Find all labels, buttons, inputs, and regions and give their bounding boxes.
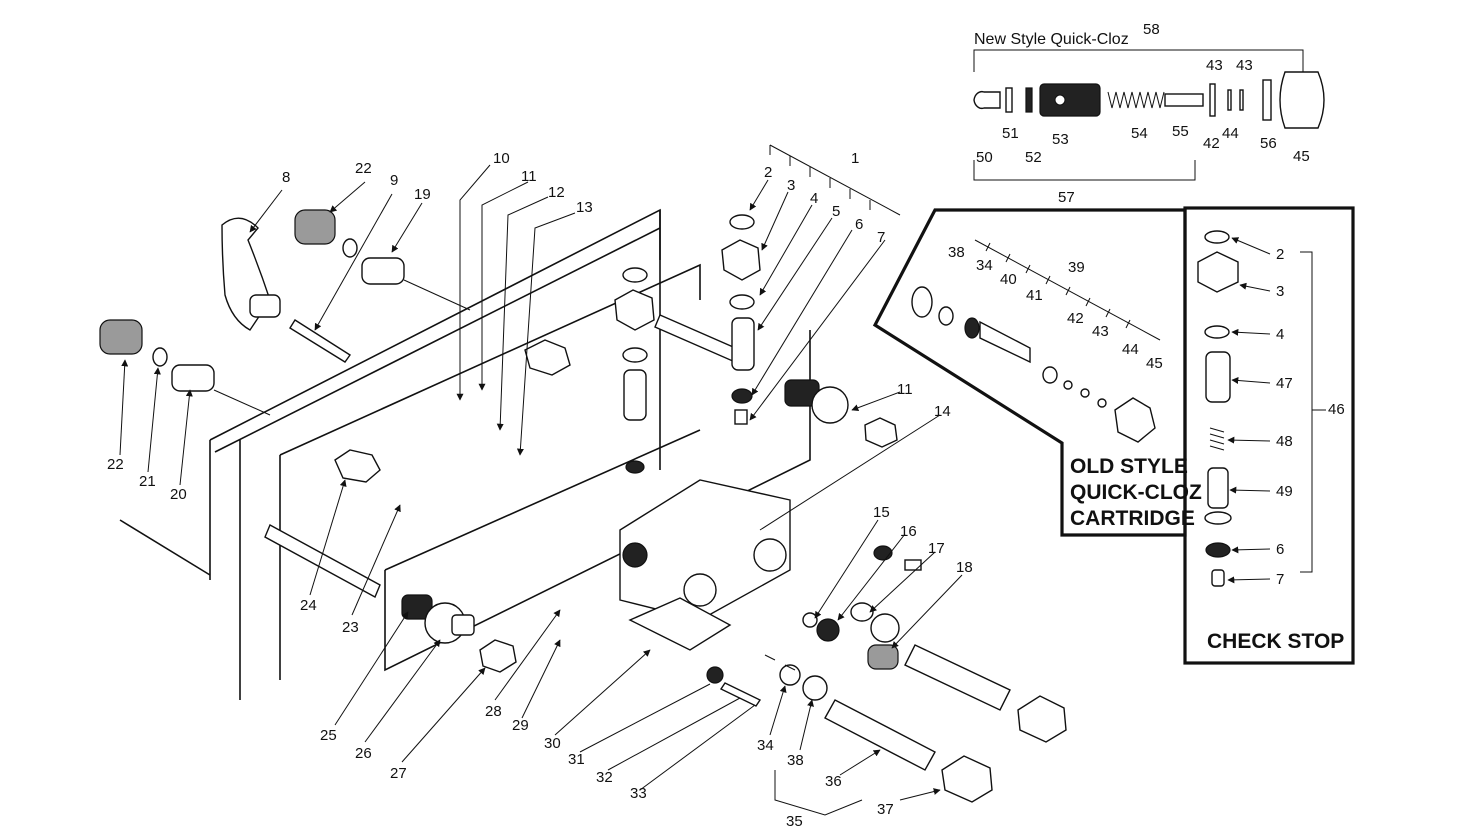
- svg-text:2: 2: [1276, 246, 1284, 263]
- svg-text:CHECK STOP: CHECK STOP: [1207, 630, 1344, 653]
- svg-text:32: 32: [596, 769, 613, 786]
- svg-text:2: 2: [764, 164, 772, 181]
- svg-text:21: 21: [139, 473, 156, 490]
- svg-text:45: 45: [1293, 148, 1310, 165]
- svg-text:40: 40: [1000, 271, 1017, 288]
- svg-text:8: 8: [282, 169, 290, 186]
- callout-numbers: 1 2 3 4 5 6 7 8 9 10 11 12 13 14 11 15 1…: [107, 150, 973, 830]
- svg-text:50: 50: [976, 149, 993, 166]
- svg-text:6: 6: [855, 216, 863, 233]
- svg-text:7: 7: [877, 229, 885, 246]
- svg-text:19: 19: [414, 186, 431, 203]
- old-style-cartridge-box: OLD STYLE QUICK-CLOZ CARTRIDGE 38 34 40 …: [872, 208, 1202, 537]
- svg-text:6: 6: [1276, 541, 1284, 558]
- svg-text:43: 43: [1092, 323, 1109, 340]
- svg-text:38: 38: [787, 752, 804, 769]
- svg-text:52: 52: [1025, 149, 1042, 166]
- svg-text:37: 37: [877, 801, 894, 818]
- svg-text:57: 57: [1058, 189, 1075, 206]
- svg-text:QUICK-CLOZ: QUICK-CLOZ: [1070, 481, 1202, 504]
- svg-text:46: 46: [1328, 401, 1345, 418]
- fitting-22-upper: [294, 209, 358, 258]
- svg-text:23: 23: [342, 619, 359, 636]
- svg-text:10: 10: [493, 150, 510, 167]
- svg-text:56: 56: [1260, 135, 1277, 152]
- svg-text:48: 48: [1276, 433, 1293, 450]
- svg-text:43: 43: [1236, 57, 1253, 74]
- svg-text:53: 53: [1052, 131, 1069, 148]
- svg-text:3: 3: [1276, 283, 1284, 300]
- svg-text:22: 22: [355, 160, 372, 177]
- svg-text:11: 11: [521, 168, 537, 185]
- svg-text:14: 14: [934, 403, 951, 420]
- svg-text:26: 26: [355, 745, 372, 762]
- svg-text:29: 29: [512, 717, 529, 734]
- svg-text:33: 33: [630, 785, 647, 802]
- svg-text:7: 7: [1276, 571, 1284, 588]
- stem-18: [904, 644, 1011, 711]
- svg-text:22: 22: [107, 456, 124, 473]
- svg-text:55: 55: [1172, 123, 1189, 140]
- cap-nut-37: [941, 755, 993, 803]
- svg-text:36: 36: [825, 773, 842, 790]
- svg-text:27: 27: [390, 765, 407, 782]
- fitting-22-lower: [99, 319, 168, 367]
- hex-nut-27: [479, 639, 517, 673]
- svg-text:44: 44: [1122, 341, 1139, 358]
- svg-text:17: 17: [928, 540, 945, 557]
- svg-text:4: 4: [810, 190, 818, 207]
- stem-36: [824, 699, 936, 771]
- svg-text:54: 54: [1131, 125, 1148, 142]
- svg-text:51: 51: [1002, 125, 1019, 142]
- check-stop-box: CHECK STOP 2 3 4 47 48 49 6 7 46: [1183, 206, 1355, 665]
- valve-body: [619, 479, 791, 621]
- svg-text:28: 28: [485, 703, 502, 720]
- svg-text:1: 1: [851, 150, 859, 167]
- leader-lines: [119, 144, 963, 816]
- svg-text:CARTRIDGE: CARTRIDGE: [1070, 507, 1195, 530]
- svg-text:24: 24: [300, 597, 317, 614]
- svg-text:15: 15: [873, 504, 890, 521]
- svg-text:5: 5: [832, 203, 840, 220]
- svg-text:42: 42: [1203, 135, 1220, 152]
- svg-text:35: 35: [786, 813, 803, 830]
- hex-nut-24: [334, 449, 381, 483]
- new-style-quick-cloz-group: New Style Quick-Cloz 58 43 43 50 51 52 5…: [973, 21, 1325, 206]
- svg-text:38: 38: [948, 244, 965, 261]
- svg-text:41: 41: [1026, 287, 1043, 304]
- svg-text:11: 11: [897, 381, 913, 398]
- svg-text:16: 16: [900, 523, 917, 540]
- svg-text:31: 31: [568, 751, 585, 768]
- svg-text:12: 12: [548, 184, 565, 201]
- svg-text:4: 4: [1276, 326, 1284, 343]
- svg-text:42: 42: [1067, 310, 1084, 327]
- svg-text:47: 47: [1276, 375, 1293, 392]
- svg-text:20: 20: [170, 486, 187, 503]
- svg-text:43: 43: [1206, 57, 1223, 74]
- svg-text:34: 34: [976, 257, 993, 274]
- svg-text:34: 34: [757, 737, 774, 754]
- new-style-title: New Style Quick-Cloz: [974, 31, 1129, 48]
- svg-text:45: 45: [1146, 355, 1163, 372]
- svg-text:9: 9: [390, 172, 398, 189]
- svg-text:13: 13: [576, 199, 593, 216]
- svg-text:44: 44: [1222, 125, 1239, 142]
- svg-text:3: 3: [787, 177, 795, 194]
- svg-text:58: 58: [1143, 21, 1160, 38]
- bracket-30: [628, 597, 732, 651]
- main-assembly-parts: [99, 209, 1067, 803]
- svg-text:18: 18: [956, 559, 973, 576]
- svg-text:49: 49: [1276, 483, 1293, 500]
- svg-text:25: 25: [320, 727, 337, 744]
- svg-text:30: 30: [544, 735, 561, 752]
- svg-text:39: 39: [1068, 259, 1085, 276]
- svg-text:OLD STYLE: OLD STYLE: [1070, 455, 1188, 478]
